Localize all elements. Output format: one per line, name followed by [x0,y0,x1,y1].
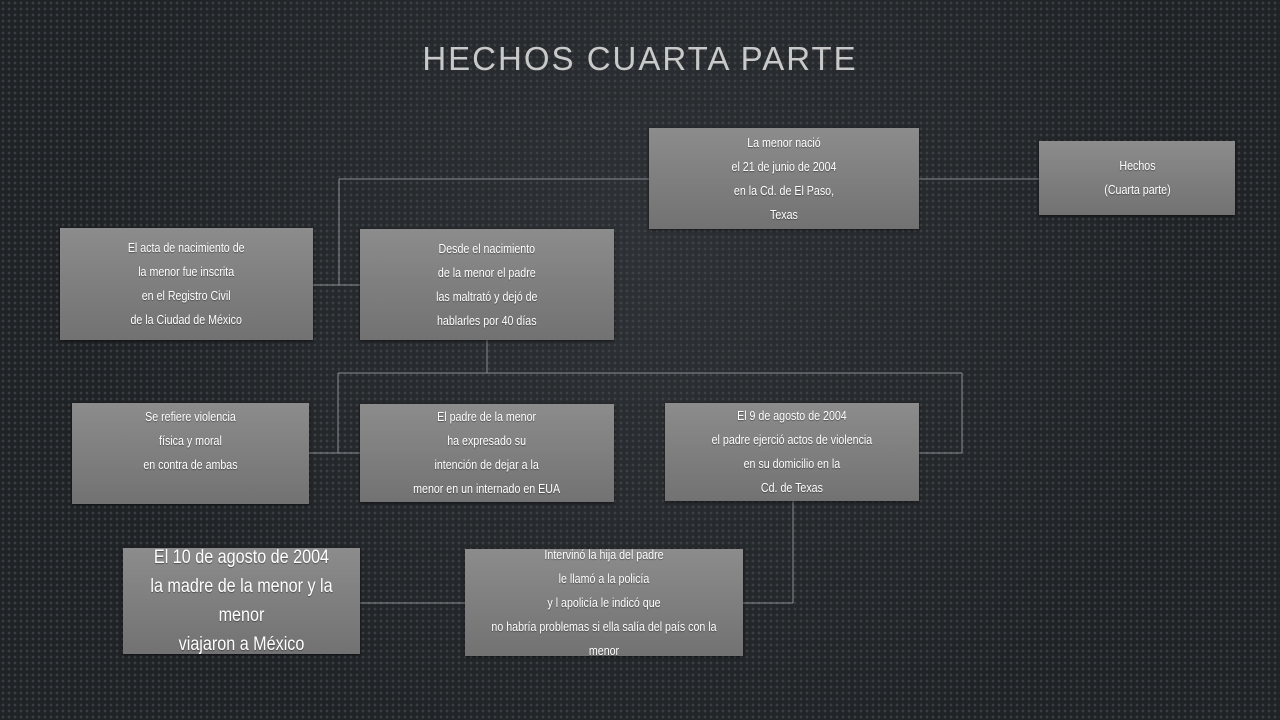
box-agosto9: El 9 de agosto de 2004 el padre ejerció … [665,403,919,501]
box-acta-text: El acta de nacimiento de la menor fue in… [128,240,245,327]
box-violencia-text: Se refiere violencia física y moral en c… [143,409,238,472]
box-internado-text: El padre de la menor ha expresado su int… [413,409,561,496]
box-acta: El acta de nacimiento de la menor fue in… [60,228,313,340]
box-birth: La menor nació el 21 de junio de 2004 en… [649,128,919,229]
box-agosto10-text: El 10 de agosto de 2004 la madre de la m… [150,547,333,655]
box-hechos-text: Hechos (Cuarta parte) [1103,158,1171,197]
box-intervino-text: Intervinó la hija del padre le llamó a l… [491,546,717,658]
box-internado: El padre de la menor ha expresado su int… [360,404,614,502]
box-violencia: Se refiere violencia física y moral en c… [72,403,309,504]
slide-title: Hechos cuarta parte [422,40,858,77]
box-agosto10: El 10 de agosto de 2004 la madre de la m… [123,547,360,655]
box-desde-text: Desde el nacimiento de la menor el padre… [436,240,538,328]
box-birth-text: La menor nació el 21 de junio de 2004 en… [731,134,837,222]
box-hechos: Hechos (Cuarta parte) [1039,141,1235,215]
box-intervino: Intervinó la hija del padre le llamó a l… [465,547,743,658]
box-agosto9-text: El 9 de agosto de 2004 el padre ejerció … [711,408,873,495]
box-desde: Desde el nacimiento de la menor el padre… [360,229,614,340]
